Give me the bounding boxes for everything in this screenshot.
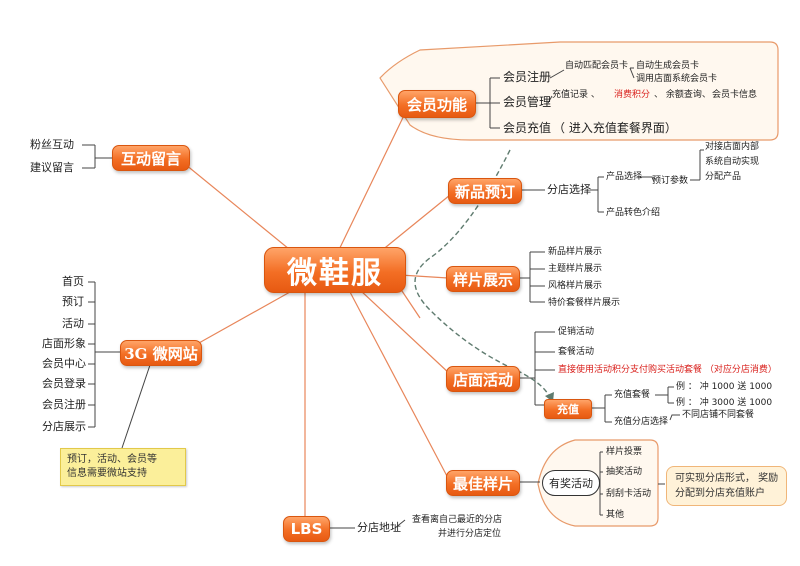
member-manage-label: 会员管理: [503, 95, 552, 109]
new-product-node: 新品预订: [448, 178, 522, 204]
micro-site-note-line-2: 信息需要微站支持: [67, 468, 147, 479]
auto-line-1: 对接店面内部: [705, 142, 760, 152]
manage-item-3: 、 余额查询、: [654, 90, 711, 100]
member-recharge-note: （ 进入充值套餐界面）: [553, 121, 677, 135]
prize-activity-label: 有奖活动: [542, 470, 600, 496]
prize-item-2: 抽奖活动: [606, 467, 643, 477]
lbs-node: LBS: [283, 516, 330, 542]
package-activity-label: 套餐活动: [558, 347, 595, 357]
site-item-8: 分店展示: [42, 420, 86, 433]
different-package-label: 不同店铺不同套餐: [682, 410, 755, 420]
center-node: 微鞋服: [264, 247, 406, 293]
best-sample-note-line-1: 可实现分店形式， 奖励: [675, 473, 779, 484]
store-activity-node: 店面活动: [446, 366, 520, 392]
site-item-6: 会员登录: [42, 377, 86, 390]
auto-generate-label: 自动生成会员卡: [636, 61, 700, 71]
member-recharge-label: 会员充值: [503, 121, 552, 135]
auto-match-label: 自动匹配会员卡: [565, 61, 629, 71]
example-1: 例 ： 冲 1000 送 1000: [676, 382, 773, 392]
prize-item-3: 刮刮卡活动: [606, 489, 652, 499]
sample-item-3: 风格样片展示: [548, 281, 603, 291]
membership-node: 会员功能: [398, 90, 476, 118]
sample-item-4: 特价套餐样片展示: [548, 298, 621, 308]
micro-site-node: 3G 微网站: [120, 340, 202, 366]
dashed-flow: [414, 149, 551, 399]
interaction-node: 互动留言: [112, 145, 190, 171]
micro-site-note-line-1: 预订，活动、会员等: [67, 454, 157, 465]
interaction-item-2: 建议留言: [30, 161, 74, 174]
best-sample-note-line-2: 分配到分店充值账户: [675, 488, 765, 499]
site-item-2: 预订: [62, 295, 84, 308]
prize-item-1: 样片投票: [606, 447, 643, 457]
manage-item-2: 消费积分: [614, 90, 651, 100]
branch-address-label: 分店地址: [357, 521, 401, 534]
member-register-label: 会员注册: [503, 70, 552, 84]
manage-item-4: 会员卡信息: [712, 90, 758, 100]
sample-node: 样片展示: [446, 266, 520, 292]
product-select-label: 产品选择: [606, 172, 643, 182]
example-2: 例 ： 冲 3000 送 1000: [676, 398, 773, 408]
interaction-item-1: 粉丝互动: [30, 138, 74, 151]
auto-line-3: 分配产品: [705, 172, 742, 182]
feature-intro-label: 产品转色介绍: [606, 208, 661, 218]
recharge-branch-label: 充值分店选择: [614, 417, 669, 427]
direct-pay-label: 直接使用活动积分支付购买活动套餐 （对应分店消费）: [558, 365, 777, 375]
recharge-node: 充值: [544, 399, 592, 419]
use-system-label: 调用店面系统会员卡: [636, 74, 718, 84]
site-item-1: 首页: [62, 275, 84, 288]
sample-item-2: 主题样片展示: [548, 264, 603, 274]
manage-item-1: 充值记录 、: [552, 90, 600, 100]
recharge-package-label: 充值套餐: [614, 390, 651, 400]
site-item-7: 会员注册: [42, 398, 86, 411]
lbs-note-line-1: 查看离自己最近的分店: [412, 515, 503, 525]
branch-select-label: 分店选择: [547, 183, 591, 196]
auto-line-2: 系统自动实现: [705, 157, 760, 167]
best-sample-node: 最佳样片: [446, 470, 520, 496]
promo-activity-label: 促销活动: [558, 327, 595, 337]
membership-panel: [379, 41, 779, 141]
site-item-5: 会员中心: [42, 357, 86, 370]
prize-item-4: 其他: [606, 510, 625, 520]
site-item-3: 活动: [62, 317, 84, 330]
site-item-4: 店面形象: [42, 337, 86, 350]
sample-item-1: 新品样片展示: [548, 247, 603, 257]
lbs-note-line-2: 并进行分店定位: [438, 529, 502, 539]
best-sample-note: 可实现分店形式， 奖励 分配到分店充值账户: [666, 466, 788, 506]
preorder-params-label: 预订参数: [652, 176, 689, 186]
micro-site-note: 预订，活动、会员等 信息需要微站支持: [60, 448, 186, 486]
